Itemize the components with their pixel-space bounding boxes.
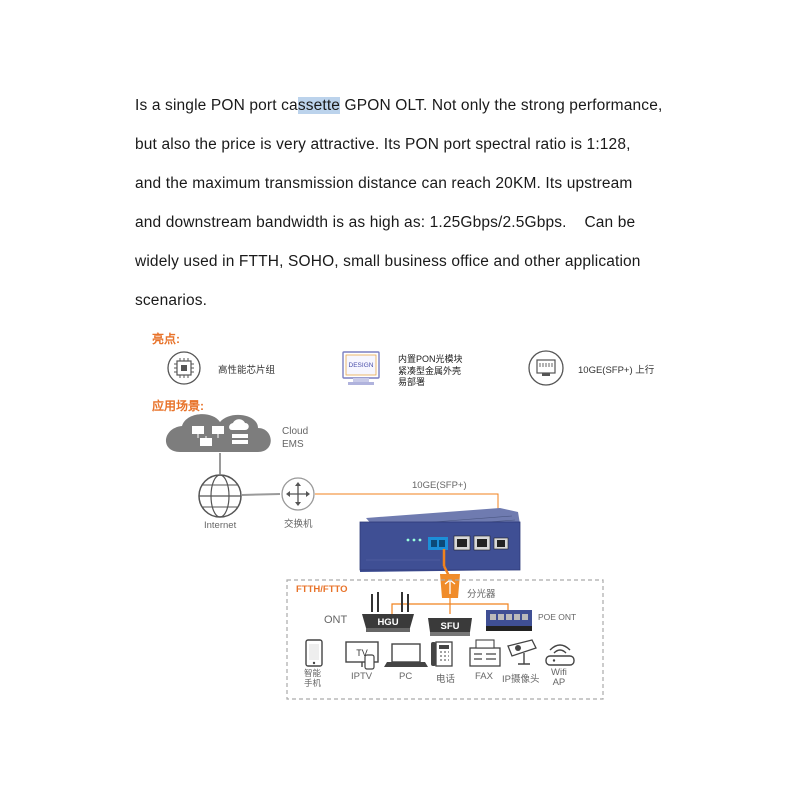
- device-label-ip-camera: IP摄像头: [502, 674, 540, 685]
- feature-pon-module-label: 内置PON光模块 紧凑型金属外壳 易部署: [398, 354, 463, 387]
- device-label-wifi-ap: Wifi AP: [551, 667, 567, 688]
- chip-icon: [167, 351, 201, 385]
- ftth-ftto-label: FTTH/FTTO: [296, 584, 348, 595]
- feature-chipset-label: 高性能芯片组: [218, 365, 276, 376]
- paragraph-line-1: Is a single PON port cassette GPON OLT. …: [135, 97, 663, 114]
- paragraph-line-5: widely used in FTTH, SOHO, small busines…: [135, 253, 641, 270]
- device-label-phone: 电话: [436, 674, 456, 685]
- telephone-icon: [431, 641, 453, 667]
- text-selection-highlight[interactable]: ssette: [297, 97, 341, 114]
- paragraph-line-2: but also the price is very attractive. I…: [135, 136, 631, 153]
- gpon-olt-device: [359, 508, 521, 572]
- svg-text:HGU: HGU: [377, 617, 398, 628]
- uplink-label: 10GE(SFP+): [412, 480, 467, 491]
- device-label-iptv: IPTV: [351, 671, 373, 682]
- paragraph-line-3: and the maximum transmission distance ca…: [135, 175, 633, 192]
- smartphone-icon: [305, 639, 323, 667]
- internet-label: Internet: [204, 520, 237, 531]
- laptop-icon: [384, 643, 428, 667]
- design-monitor-icon: DESIGN: [342, 351, 380, 385]
- ont-label: ONT: [324, 614, 348, 626]
- feature-uplink-label: 10GE(SFP+) 上行: [578, 365, 655, 376]
- splitter-label: 分光器: [467, 589, 496, 600]
- cloud-ems-label: Cloud EMS: [282, 426, 309, 450]
- poe-ont-icon: [486, 610, 532, 631]
- device-label-pc: PC: [399, 671, 413, 682]
- highlights-heading: 亮点:: [152, 332, 180, 346]
- figure-graphics: DESIGN: [165, 350, 604, 700]
- cloud-ems-icon: [165, 414, 271, 452]
- svg-text:TV: TV: [356, 648, 368, 658]
- switch-icon: [281, 477, 315, 511]
- splitter-icon: [440, 574, 460, 598]
- scenarios-heading: 应用场景:: [152, 399, 204, 413]
- ethernet-port-icon: [528, 350, 564, 386]
- product-figure: DESIGN: [140, 322, 660, 712]
- poe-ont-label: POE ONT: [538, 612, 577, 622]
- device-label-smartphone: 智能 手机: [304, 668, 322, 688]
- tv-icon: TV: [345, 641, 379, 670]
- fax-icon: [469, 639, 501, 667]
- ip-camera-icon: [507, 639, 537, 665]
- description-paragraph: Is a single PON port cassette GPON OLT. …: [135, 86, 665, 320]
- hgu-router-icon: HGU: [362, 592, 414, 632]
- switch-label: 交换机: [284, 519, 313, 530]
- sfu-device-icon: SFU: [428, 618, 472, 636]
- svg-text:DESIGN: DESIGN: [349, 362, 374, 369]
- wifi-ap-icon: [545, 644, 575, 666]
- paragraph-line-4: and downstream bandwidth is as high as: …: [135, 214, 636, 231]
- ftth-ftto-box: [286, 579, 604, 700]
- internet-globe-icon: [198, 474, 242, 518]
- paragraph-line-6: scenarios.: [135, 292, 208, 309]
- device-label-fax: FAX: [475, 671, 493, 682]
- svg-text:SFU: SFU: [441, 621, 460, 632]
